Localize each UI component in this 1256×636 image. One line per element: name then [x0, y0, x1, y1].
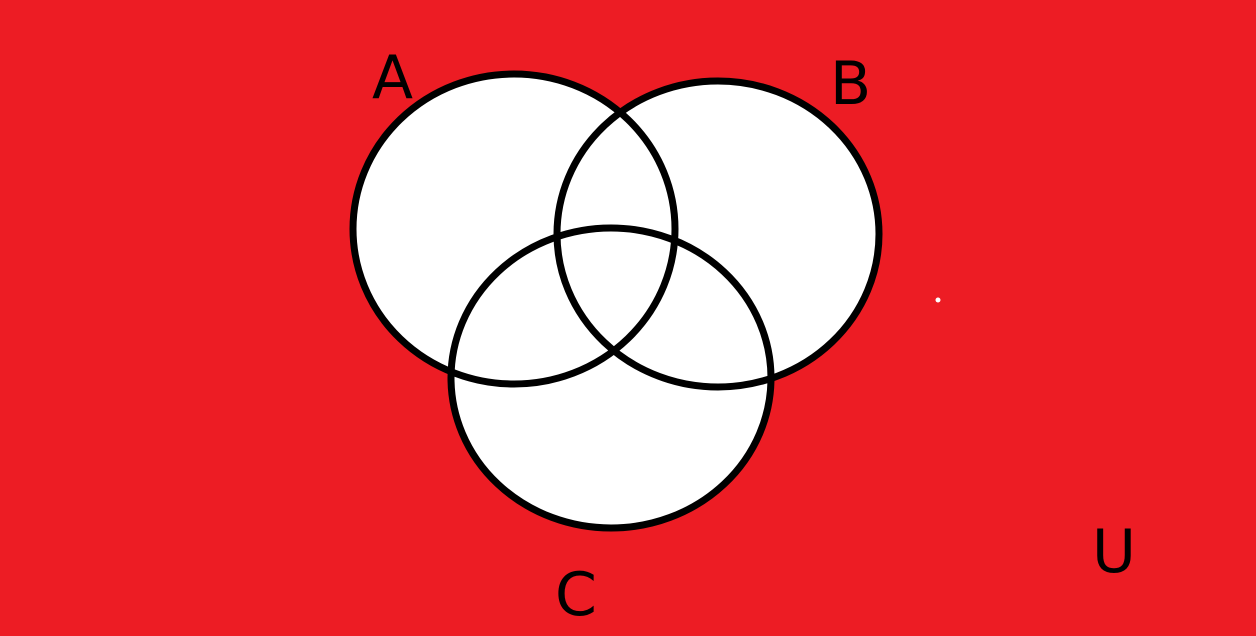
set-c-circle: [447, 224, 775, 532]
stray-dot: [935, 297, 941, 303]
set-c-label: C: [555, 560, 597, 630]
universe-label: U: [1092, 517, 1136, 587]
set-outlines: [349, 70, 883, 532]
set-b-label: B: [830, 49, 871, 119]
set-a-circle: [349, 70, 679, 388]
set-a-label: A: [372, 43, 413, 113]
set-c-fill: [451, 228, 771, 528]
set-fills: [353, 74, 879, 528]
